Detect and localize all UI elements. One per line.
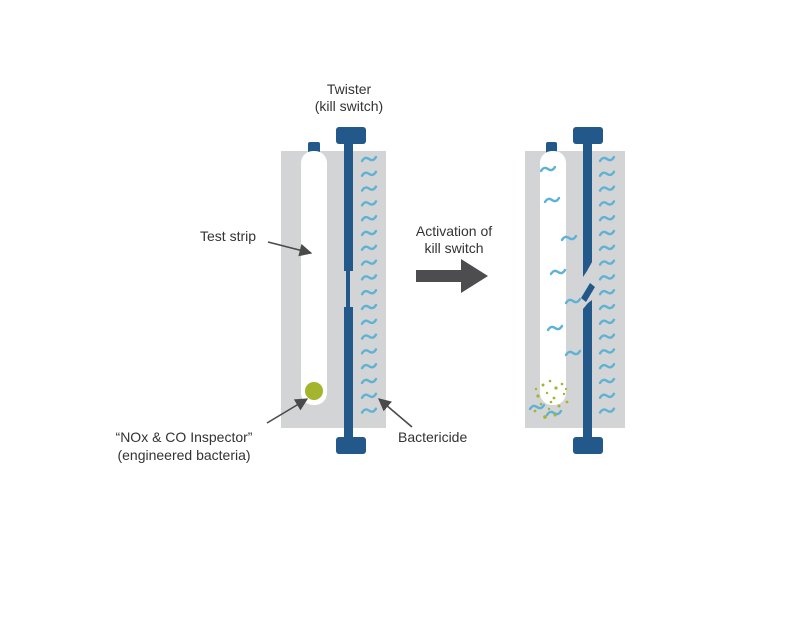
bactericide-wave [549, 268, 567, 276]
bactericide-wave [360, 407, 378, 414]
bacteria-particle [547, 407, 551, 411]
bactericide-wave [598, 289, 616, 296]
bactericide-wave [564, 349, 582, 357]
inspector-pointer [266, 398, 309, 424]
bactericide-wave [598, 200, 616, 207]
bactericide-wave [360, 392, 378, 399]
bactericide-wave [598, 244, 616, 251]
bacteria-particle [533, 409, 537, 413]
bactericide-wave [360, 215, 378, 222]
activation-label-line2: kill switch [424, 240, 483, 256]
bactericide-wave [360, 318, 378, 325]
bacteria-colony [305, 382, 323, 400]
bactericide-wave [560, 234, 578, 242]
bactericide-wave [360, 259, 378, 266]
activation-arrow [416, 259, 488, 293]
bactericide-wave [598, 155, 616, 163]
bactericide-wave [360, 185, 378, 192]
bactericide-wave [360, 377, 378, 385]
bactericide-wave [360, 200, 378, 207]
twister-bottom-cap [573, 437, 603, 454]
device-before-activation [281, 127, 386, 454]
device-after-activation [525, 127, 625, 454]
test-strip-pointer [267, 241, 313, 257]
dead-bacteria-particles [533, 379, 569, 419]
bactericide-wave [546, 324, 564, 332]
bactericide-wave [598, 348, 616, 355]
bactericide-wave [539, 165, 557, 173]
bactericide-wave [598, 377, 616, 385]
bactericide-wave [598, 215, 616, 222]
strip-tab [546, 142, 557, 154]
bactericide-wave [545, 409, 563, 417]
twister-top-cap [336, 127, 366, 144]
twister-label-line2: (kill switch) [315, 98, 383, 114]
bacteria-particle [552, 396, 556, 400]
bacteria-particle [564, 387, 568, 391]
test-strip-label: Test strip [200, 228, 256, 244]
bacteria-particle [553, 413, 557, 417]
activation-label-line1: Activation of [416, 223, 492, 239]
bactericide-wave [360, 155, 378, 163]
test-strip [540, 151, 566, 405]
bacteria-particle [554, 386, 558, 390]
bactericide-wave [360, 363, 378, 370]
bactericide-column [360, 155, 378, 414]
bactericide-wave [598, 333, 616, 340]
bactericide-wave [598, 407, 616, 414]
bactericide-wave [598, 274, 616, 281]
bactericide-wave [598, 185, 616, 192]
bacteria-particle [536, 394, 540, 398]
bactericide-wave [360, 289, 378, 296]
bactericide-wave [360, 333, 378, 340]
bactericide-wave [360, 274, 378, 281]
strip-tab [308, 142, 320, 154]
bacteria-particle [557, 404, 561, 408]
bacteria-particle [562, 392, 566, 396]
bacteria-particle [543, 415, 547, 419]
bacteria-particle [565, 400, 569, 404]
twister-rod-upper [344, 141, 353, 271]
twister-rod-upper-broken [583, 141, 592, 277]
bacteria-particle [534, 387, 538, 391]
bactericide-wave [598, 318, 616, 325]
test-strip [301, 151, 327, 405]
bacteria-particle [545, 391, 549, 395]
bacteria-particle [549, 400, 553, 404]
bactericide-wave [598, 303, 616, 311]
bactericide-wave [360, 229, 378, 237]
bactericide-wave [360, 170, 378, 177]
twister-rod-lower-broken [583, 300, 592, 440]
twister-rod-fragment [581, 283, 595, 302]
housing [281, 151, 386, 428]
twister-rod-lower [344, 307, 353, 440]
bactericide-wave [564, 297, 582, 305]
inspector-label-line2: (engineered bacteria) [117, 447, 250, 463]
twister-thin-section [346, 268, 350, 310]
bactericide-wave [360, 244, 378, 251]
twister-label-line1: Twister [327, 81, 372, 97]
bactericide-wave [598, 363, 616, 370]
twister-bottom-cap [336, 437, 366, 454]
bacteria-particle [541, 383, 545, 387]
bactericide-wave [543, 196, 561, 204]
bactericide-label: Bactericide [398, 429, 467, 445]
bacteria-particle [539, 402, 543, 406]
bactericide-leaked [528, 165, 582, 417]
bactericide-wave [360, 348, 378, 355]
bactericide-wave [528, 403, 546, 411]
inspector-label-line1: “NOx & CO Inspector” [116, 429, 253, 445]
bactericide-wave [598, 170, 616, 177]
bactericide-wave [598, 229, 616, 237]
twister-top-cap [573, 127, 603, 144]
bactericide-pointer [378, 398, 413, 428]
bactericide-wave [598, 259, 616, 266]
bactericide-column [598, 155, 616, 414]
bacteria-particle [560, 382, 564, 386]
bactericide-wave [360, 303, 378, 311]
bactericide-wave [598, 392, 616, 399]
bacteria-particle [548, 379, 552, 383]
